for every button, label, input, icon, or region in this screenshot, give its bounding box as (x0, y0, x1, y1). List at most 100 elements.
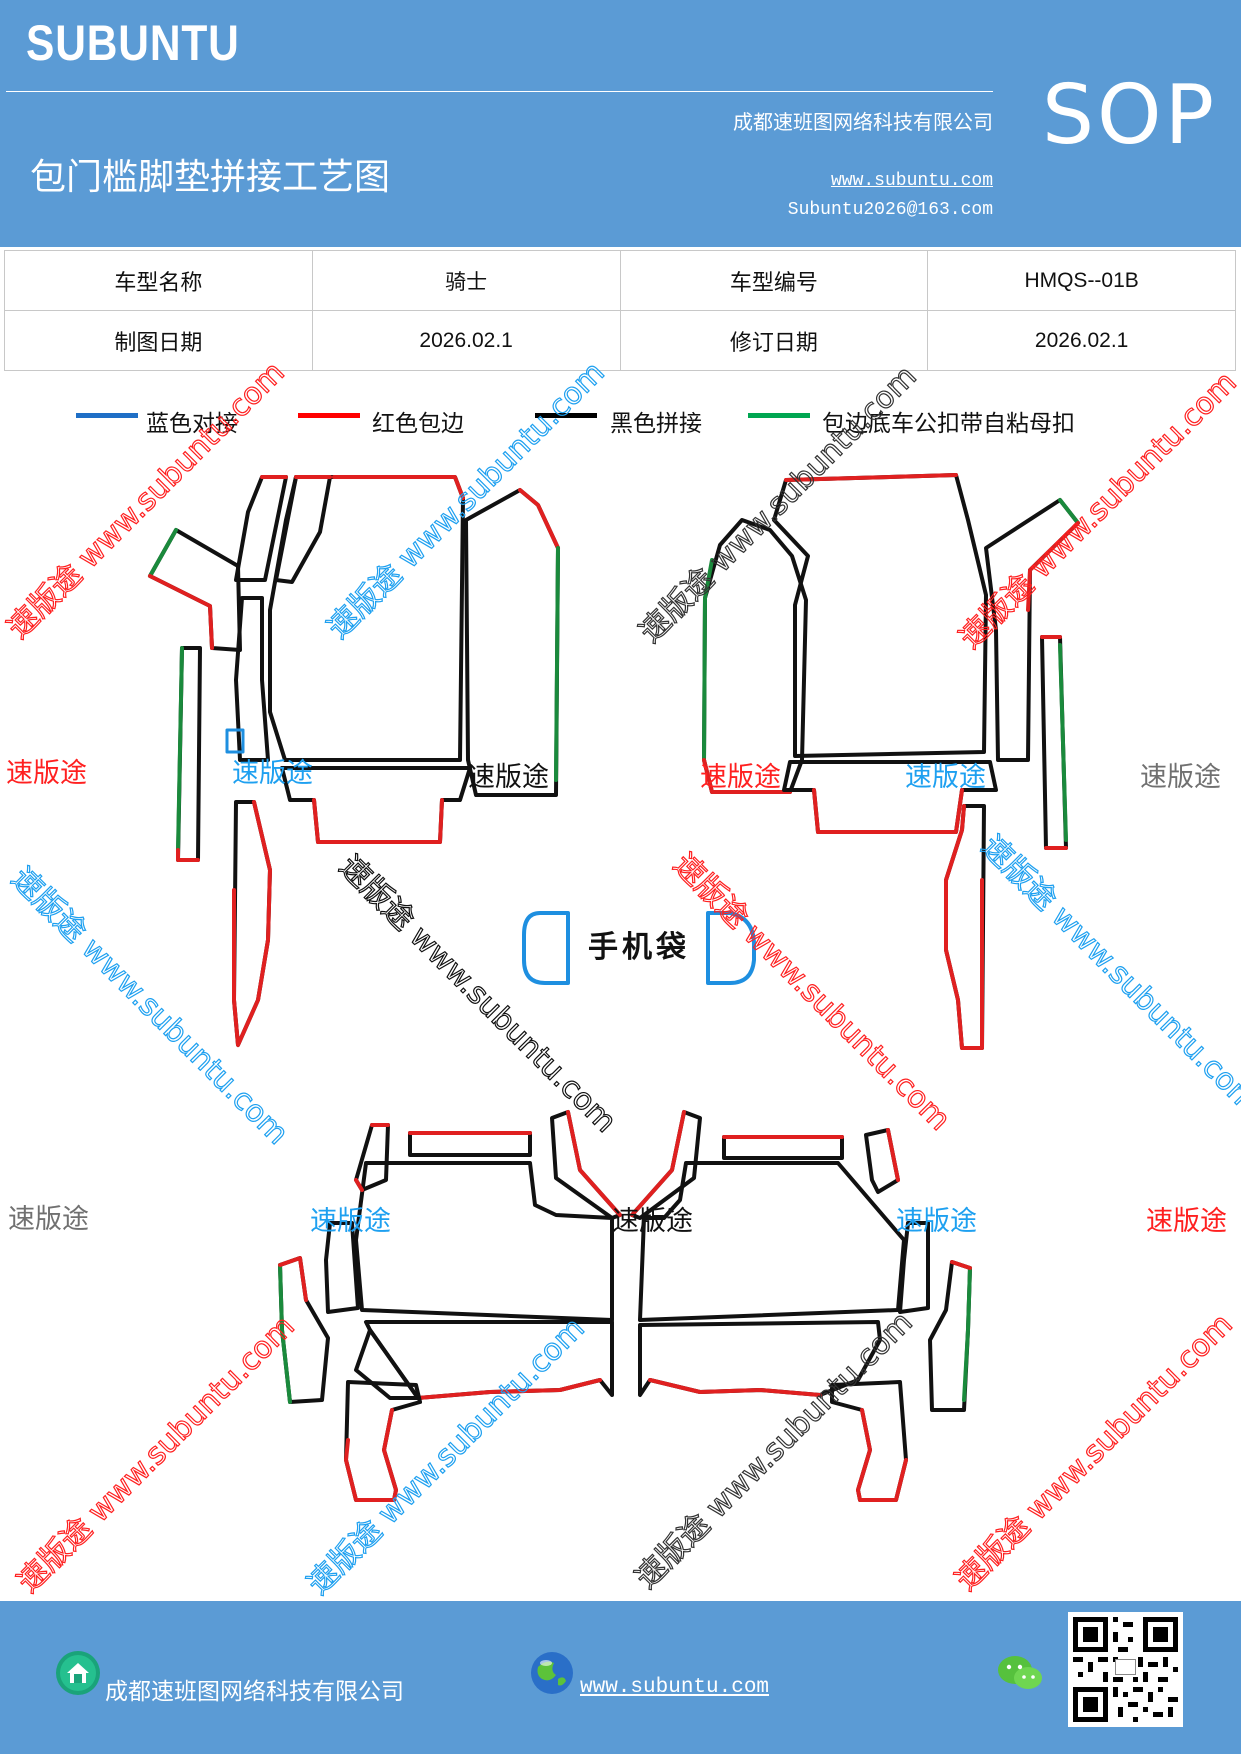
mat-side-column (234, 596, 270, 762)
home-icon (56, 1651, 100, 1695)
phone-pocket-left (522, 911, 570, 985)
phone-pocket-label: 手机袋 (588, 930, 690, 965)
mat-set-front-right (702, 473, 1080, 1050)
legend-label: 蓝色对接 (146, 411, 238, 437)
phone-slot-marker (225, 728, 245, 754)
table-cell: 车型编号 (619, 250, 929, 311)
mat-edge-red (812, 788, 964, 834)
sop-badge: SOP (1042, 68, 1218, 163)
watermark-short: 速版途 (700, 762, 781, 793)
watermark-short: 速版途 (8, 1204, 89, 1235)
watermark-long: 速版途 www.subuntu.com (949, 1307, 1240, 1598)
mat-edge-red (232, 800, 272, 1047)
watermark-short: 速版途 (468, 762, 549, 793)
mat-edge-red (416, 1378, 602, 1400)
table-cell: 2026.02.1 (927, 310, 1236, 371)
table-cell: 修订日期 (619, 310, 929, 371)
table-cell: 制图日期 (4, 310, 313, 371)
mat-lower-strip (944, 804, 986, 1050)
mat-edge-green (962, 1266, 972, 1402)
watermark-short: 速版途 (612, 1206, 693, 1237)
wechat-icon (998, 1656, 1042, 1689)
mat-edge-green (1058, 643, 1068, 842)
mat-edge-red (278, 1256, 308, 1302)
mat-edge-red (648, 1378, 822, 1397)
legend-label: 包边底车公扣带自粘母扣 (822, 411, 1075, 437)
mat-rear-left-side (324, 1221, 360, 1314)
mat-edge-red (630, 1110, 686, 1217)
legend-label: 黑色拼接 (610, 411, 702, 437)
table-row: 制图日期 2026.02.1 修订日期 2026.02.1 (4, 310, 1236, 371)
mat-edge-green (702, 558, 714, 762)
watermark-long: 速版途 www.subuntu.com (666, 847, 957, 1138)
mat-edge-red (566, 1110, 622, 1217)
header-divider (6, 91, 993, 92)
table-cell: 2026.02.1 (311, 310, 621, 371)
footer-website[interactable]: www.subuntu.com (580, 1676, 770, 1699)
watermark-short: 速版途 (232, 758, 313, 789)
mat-left-wing (148, 528, 242, 652)
watermark-long: 速版途 www.subuntu.com (633, 359, 924, 650)
mat-edge-green (278, 1263, 292, 1404)
contact-email[interactable]: Subuntu2026@163.com (787, 200, 993, 220)
mat-edge-red (886, 1128, 900, 1182)
watermark-long: 速版途 www.subuntu.com (974, 829, 1241, 1120)
mat-main-panel (772, 473, 988, 758)
watermark-long: 速版途 www.subuntu.com (953, 365, 1241, 656)
mat-edge-red (784, 473, 958, 482)
watermark-short: 速版途 (1146, 1206, 1227, 1237)
header-banner: SUBUNTU 成都速班图网络科技有限公司 包门槛脚垫拼接工艺图 www.sub… (0, 0, 1241, 247)
mat-edge-green (176, 646, 184, 852)
legend-swatch (748, 413, 810, 418)
watermark-long: 速版途 www.subuntu.com (332, 849, 623, 1140)
mat-edge-red (702, 758, 792, 794)
mat-edge-red (1026, 521, 1080, 612)
mat-rear-left-top (408, 1131, 532, 1157)
legend-label: 红色包边 (372, 411, 464, 437)
globe-icon (531, 1652, 573, 1694)
table-row: 车型名称 骑士 车型编号 HMQS--01B (4, 250, 1236, 311)
phone-pocket (522, 911, 756, 985)
mat-rear-left-inner (354, 1328, 420, 1400)
mat-rear-right-top (722, 1135, 844, 1160)
mat-set-front-left (148, 475, 560, 1047)
table-cell: HMQS--01B (927, 250, 1236, 311)
document-title: 包门槛脚垫拼接工艺图 (30, 157, 391, 198)
legend-swatch (535, 413, 597, 418)
company-name: 成都速班图网络科技有限公司 (733, 110, 993, 134)
mat-set-rear (278, 1110, 972, 1502)
table-cell: 车型名称 (4, 250, 313, 311)
table-cell: 骑士 (311, 250, 621, 311)
website-link[interactable]: www.subuntu.com (830, 171, 993, 191)
mat-edge-red (950, 1260, 972, 1270)
qr-code (1068, 1612, 1183, 1727)
mat-edge-red (518, 488, 560, 550)
watermark-long: 速版途 www.subuntu.com (1, 355, 292, 646)
mat-edge-red (332, 475, 465, 500)
mat-edge-green (1058, 498, 1080, 525)
mat-edge-red (344, 1408, 398, 1502)
watermark-long: 速版途 www.subuntu.com (4, 861, 295, 1152)
legend-swatch (76, 413, 138, 418)
mat-rear-left-post (354, 1123, 390, 1192)
mat-edge-red (176, 848, 200, 862)
footer-banner: 成都速班图网络科技有限公司 www.subuntu.com (0, 1601, 1241, 1754)
mat-rear-right-post (864, 1128, 900, 1194)
mat-rear-right-side (898, 1221, 930, 1314)
legend-swatch (298, 413, 360, 418)
mat-edge-red (354, 1123, 390, 1192)
mat-edge-red (944, 804, 984, 1050)
mat-edge-red (856, 1408, 908, 1502)
mat-right-panel (464, 488, 560, 797)
mat-edge-red (148, 574, 214, 650)
footer-company: 成都速班图网络科技有限公司 (105, 1679, 404, 1705)
vehicle-info-table: 车型名称 骑士 车型编号 HMQS--01B 制图日期 2026.02.1 修订… (4, 250, 1236, 371)
mat-edge-green (554, 546, 560, 782)
watermark-short: 速版途 (6, 758, 87, 789)
phone-pocket-right (706, 911, 756, 985)
mat-rear-left-main (354, 1161, 614, 1322)
watermark-short: 速版途 (1140, 762, 1221, 793)
watermark-short: 速版途 (310, 1206, 391, 1237)
watermark-long: 速版途 www.subuntu.com (629, 1305, 920, 1596)
